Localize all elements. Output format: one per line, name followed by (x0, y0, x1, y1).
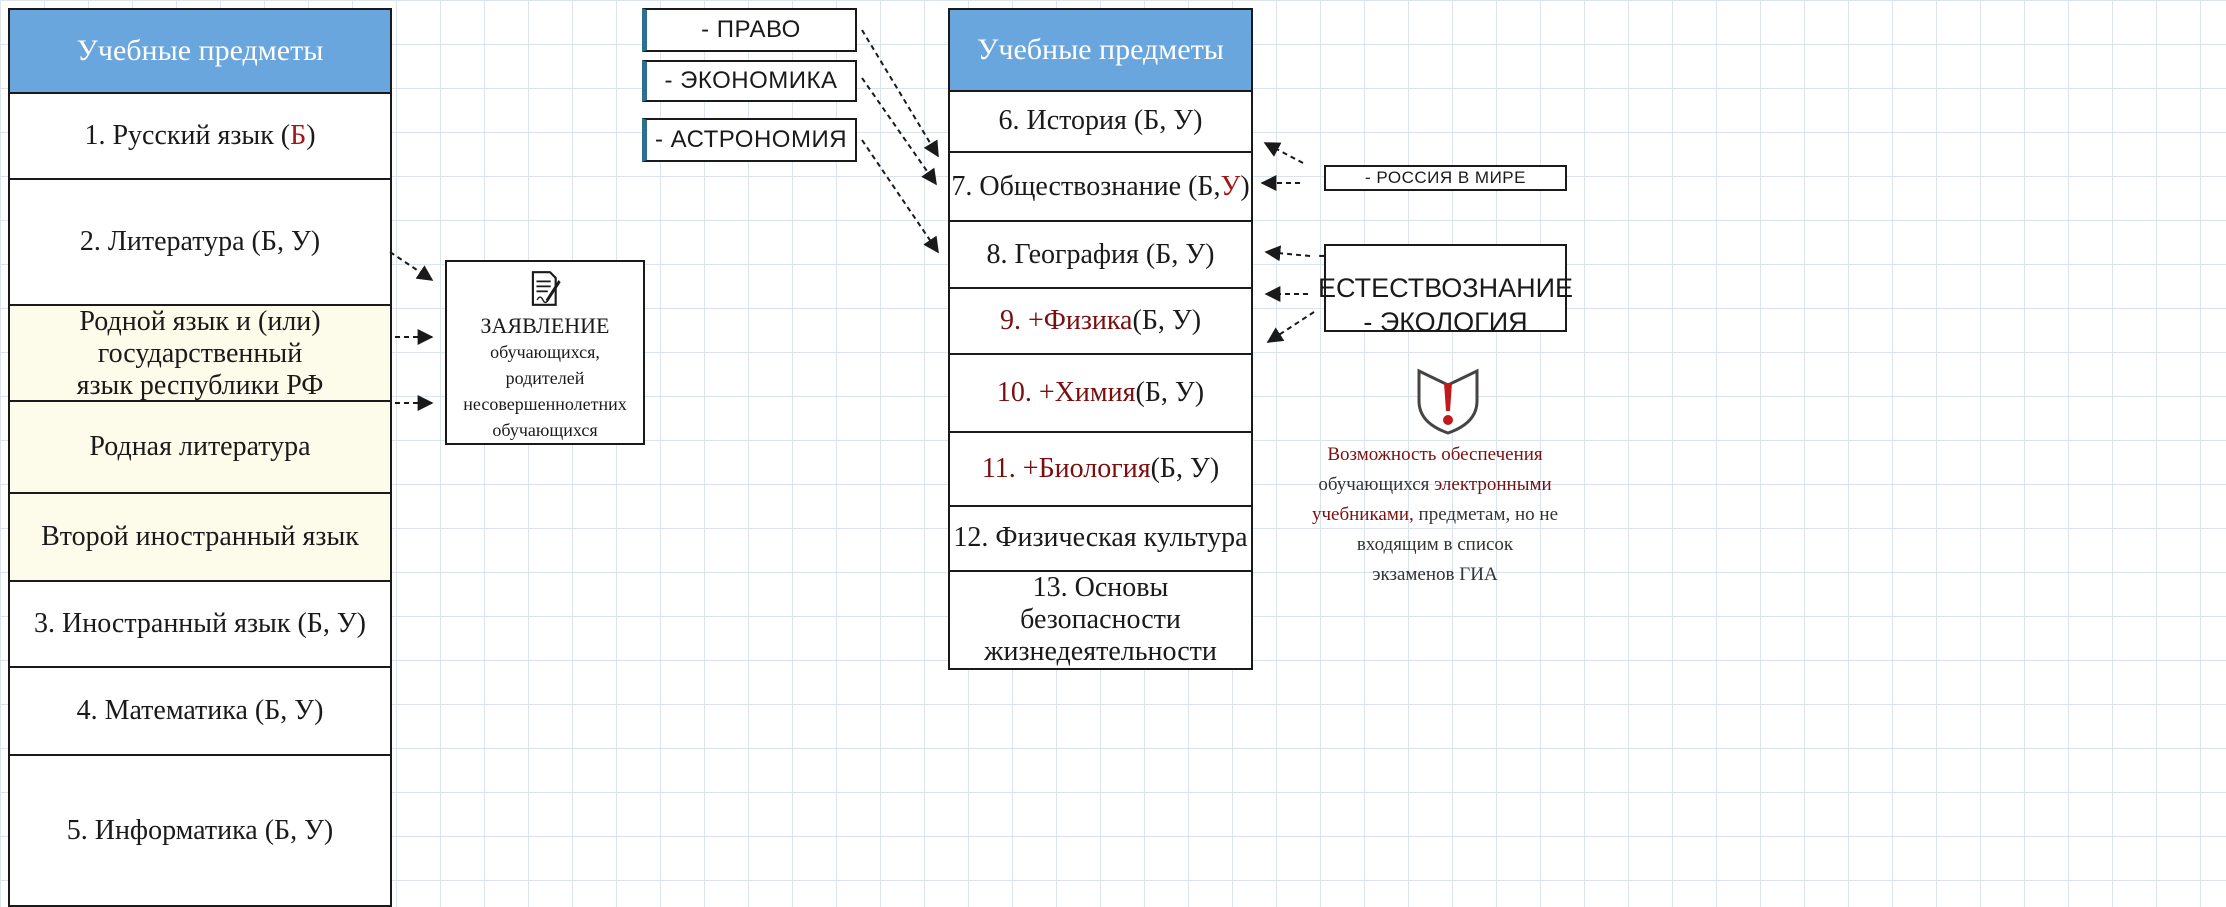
label-estestvoznanie: - ЕСТЕСТВОЗНАНИЕ (1317, 239, 1574, 303)
right-subjects-table: Учебные предметы 6. История (Б, У) 7. Об… (948, 8, 1253, 670)
arrow-russia-to-history (1263, 142, 1304, 164)
warning-line-4: входящим в список (1356, 534, 1514, 555)
label-ekonomika: - ЭКОНОМИКА (642, 60, 857, 102)
label-ekologiya: - ЭКОЛОГИЯ (1363, 307, 1528, 337)
label-pravo: - ПРАВО (642, 8, 857, 52)
arrow-science-to-physics (1264, 245, 1311, 262)
label-astronomiya: - АСТРОНОМИЯ (642, 118, 857, 162)
statement-box: ЗАЯВЛЕНИЕ обучающихся, родителей несовер… (445, 260, 645, 445)
left-subjects-table: Учебные предметы 1. Русский язык (Б) 2. … (8, 8, 392, 907)
warning-line-5: экзаменов ГИА (1372, 564, 1498, 585)
statement-line-2: родителей (505, 368, 585, 388)
arrow-astronomiya-to-physics (861, 139, 939, 254)
left-row-2: 2. Литература (Б, У) (10, 180, 390, 306)
left-row-4: Родная литература (10, 402, 390, 494)
warning-line-2: обучающихся электронными (1318, 474, 1552, 495)
arrow-science-to-biology (1266, 311, 1315, 343)
left-row-1: 1. Русский язык (Б) (10, 94, 390, 180)
warning-line-3: учебниками, предметам, но не (1311, 504, 1559, 525)
left-row-7: 4. Математика (Б, У) (10, 668, 390, 756)
arrow-ekonomika-to-society (861, 77, 937, 186)
warning-line-1: Возможность обеспечения (1327, 444, 1543, 465)
left-row-5: Второй иностранный язык (10, 494, 390, 582)
left-row-8: 5. Информатика (Б, У) (10, 756, 390, 905)
label-russia-v-mire: - РОССИЯ В МИРЕ (1324, 165, 1567, 191)
statement-line-1: обучающихся, (490, 342, 600, 362)
right-row-10: 10. +Химия (Б, У) (950, 354, 1251, 433)
left-row-3: Родной язык и (или) государственный язык… (10, 306, 390, 402)
right-row-12: 12. Физическая культура (950, 506, 1251, 572)
label-science-ecology: - ЕСТЕСТВОЗНАНИЕ - ЭКОЛОГИЯ (1318, 239, 1573, 337)
left-table-header: Учебные предметы (10, 10, 390, 94)
exclamation-shield-icon (1417, 368, 1479, 435)
arrow-pravo-to-history (861, 29, 939, 158)
statement-line-3: несовершеннолетних (463, 394, 627, 414)
right-row-11: 11. +Биология (Б, У) (950, 432, 1251, 507)
statement-line-4: обучающихся (492, 420, 598, 440)
right-row-13: 13. Основы безопасности жизнедеятельност… (950, 572, 1251, 668)
right-row-7: 7. Обществознание (Б, У) (950, 152, 1251, 223)
warning-text: Возможность обеспечения обучающихся элек… (1300, 440, 1570, 590)
right-row-9: 9. +Физика (Б, У) (950, 289, 1251, 355)
statement-title: ЗАЯВЛЕНИЕ (480, 313, 610, 338)
document-pen-icon (531, 271, 561, 306)
left-row-6: 3. Иностранный язык (Б, У) (10, 582, 390, 668)
right-table-header: Учебные предметы (950, 10, 1251, 92)
arrow-row3-to-statement (389, 251, 434, 281)
right-row-6: 6. История (Б, У) (950, 92, 1251, 153)
right-row-8: 8. География (Б, У) (950, 222, 1251, 290)
